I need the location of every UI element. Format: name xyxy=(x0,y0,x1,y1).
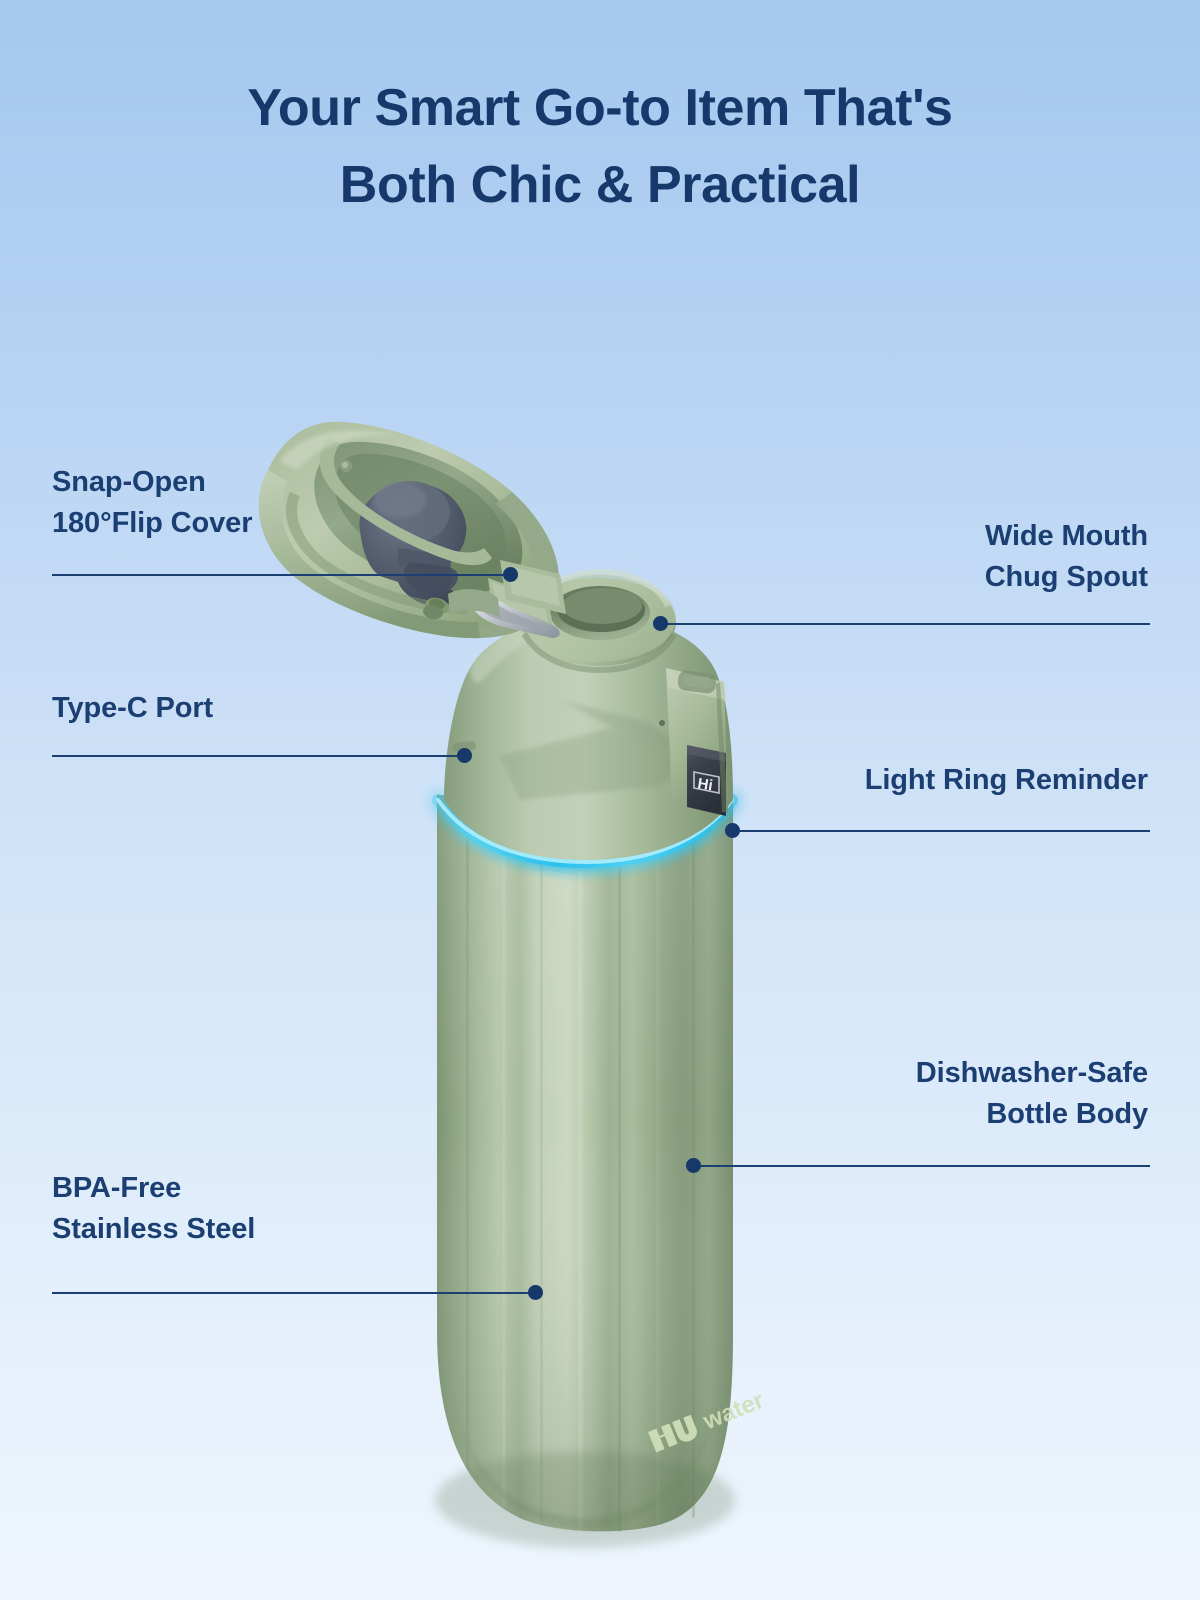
leader-line-dishwasher-safe xyxy=(693,1165,1150,1167)
leader-dot-bpa-free xyxy=(528,1285,543,1300)
callout-snap-open: Snap-Open 180°Flip Cover xyxy=(52,462,252,544)
flip-cap[interactable] xyxy=(258,421,559,639)
callout-dishwasher-safe-line-2: Bottle Body xyxy=(986,1098,1148,1131)
callout-wide-mouth-line-2: Chug Spout xyxy=(984,561,1148,594)
callout-snap-open-line-2: 180°Flip Cover xyxy=(52,507,253,540)
svg-text:Hi: Hi xyxy=(696,775,713,794)
display-hi-text: Hi xyxy=(693,771,720,794)
callout-dishwasher-safe-line-1: Dishwasher-Safe xyxy=(915,1057,1148,1089)
callout-wide-mouth-line-1: Wide Mouth xyxy=(984,520,1148,552)
leader-dot-snap-open xyxy=(503,567,518,582)
callout-bpa-free: BPA-Free Stainless Steel xyxy=(52,1168,255,1250)
callout-snap-open-line-1: Snap-Open xyxy=(52,466,206,498)
hinge-assembly xyxy=(423,560,566,638)
mic-pinhole xyxy=(659,720,665,726)
callout-dishwasher-safe: Dishwasher-Safe Bottle Body xyxy=(916,1053,1148,1135)
leader-line-type-c-port xyxy=(52,755,464,757)
callout-type-c-port-line-1: Type-C Port xyxy=(52,692,214,724)
control-module: Hi xyxy=(659,668,728,816)
headline-line-1: Your Smart Go-to Item That's xyxy=(247,79,953,137)
callout-light-ring-line-1: Light Ring Reminder xyxy=(864,764,1148,796)
leader-dot-type-c-port xyxy=(457,748,472,763)
callout-bpa-free-line-1: BPA-Free xyxy=(52,1172,182,1204)
leader-dot-light-ring xyxy=(725,823,740,838)
callout-type-c-port: Type-C Port xyxy=(52,688,213,729)
callout-light-ring: Light Ring Reminder xyxy=(865,760,1148,801)
bottle-body xyxy=(435,795,735,1548)
vent-slot xyxy=(677,670,717,694)
leader-line-snap-open xyxy=(52,574,510,576)
callout-bpa-free-line-2: Stainless Steel xyxy=(52,1213,256,1246)
leader-dot-dishwasher-safe xyxy=(686,1158,701,1173)
leader-dot-wide-mouth xyxy=(653,616,668,631)
callout-wide-mouth: Wide Mouth Chug Spout xyxy=(985,516,1148,598)
page-title: Your Smart Go-to Item That's Both Chic &… xyxy=(0,70,1200,224)
leader-line-bpa-free xyxy=(52,1292,535,1294)
display-screen[interactable]: Hi xyxy=(687,745,726,816)
headline-line-2: Both Chic & Practical xyxy=(339,155,861,214)
leader-line-wide-mouth xyxy=(660,623,1150,625)
leader-line-light-ring xyxy=(732,830,1150,832)
light-ring xyxy=(432,794,738,869)
type-c-port xyxy=(452,741,477,752)
